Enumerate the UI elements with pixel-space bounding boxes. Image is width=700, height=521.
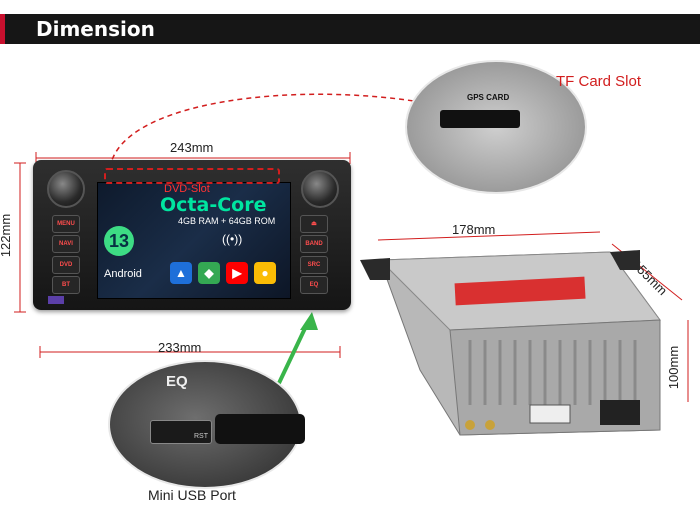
src-button[interactable]: SRC — [300, 256, 328, 274]
dim-178mm: 178mm — [452, 222, 496, 237]
dvd-slot-label: DVD-Slot — [164, 183, 210, 195]
dvd-button[interactable]: DVD — [52, 256, 80, 274]
header-banner — [0, 14, 700, 44]
memory-spec: 4GB RAM + 64GB ROM — [178, 216, 276, 226]
dim-233mm: 233mm — [158, 340, 202, 355]
tf-card-slot-label: TF Card Slot — [556, 73, 642, 90]
youtube-app-icon[interactable]: ▶ — [226, 262, 248, 284]
banner-accent — [0, 14, 5, 44]
maps-app-icon[interactable]: ◆ — [198, 262, 220, 284]
mini-usb-port-label: Mini USB Port — [148, 487, 236, 503]
eq-button[interactable]: EQ — [300, 276, 328, 294]
eject-button[interactable]: ⏏ — [300, 215, 328, 233]
navi-button[interactable]: NAVI — [52, 235, 80, 253]
mini-usb-port-icon — [150, 420, 212, 444]
android-version-icon: 13 — [104, 226, 134, 256]
android-label: Android — [104, 268, 142, 280]
page-title: Dimension — [36, 17, 155, 41]
tf-card-slot-icon — [440, 110, 520, 128]
octa-core-headline: Octa-Core — [160, 194, 267, 216]
menu-button[interactable]: MENU — [52, 215, 80, 233]
usb-port-indicator — [48, 296, 64, 304]
head-unit-rear — [360, 250, 661, 436]
dim-122mm: 122mm — [0, 213, 14, 258]
tune-knob-right[interactable] — [301, 170, 339, 208]
band-button[interactable]: BAND — [300, 235, 328, 253]
dim-243mm: 243mm — [170, 140, 214, 155]
bt-button[interactable]: BT — [52, 276, 80, 294]
gps-card-label: GPS CARD — [467, 93, 510, 102]
dvd-slot-outline — [104, 168, 280, 184]
usb-cable-icon — [215, 414, 305, 444]
nav-app-icon[interactable]: ▲ — [170, 262, 192, 284]
volume-knob-left[interactable] — [47, 170, 85, 208]
wifi-icon: ((•)) — [222, 232, 243, 246]
chrome-app-icon[interactable]: ● — [254, 262, 276, 284]
rst-label: RST — [194, 433, 208, 440]
eq-zoom-label: EQ — [166, 373, 188, 390]
